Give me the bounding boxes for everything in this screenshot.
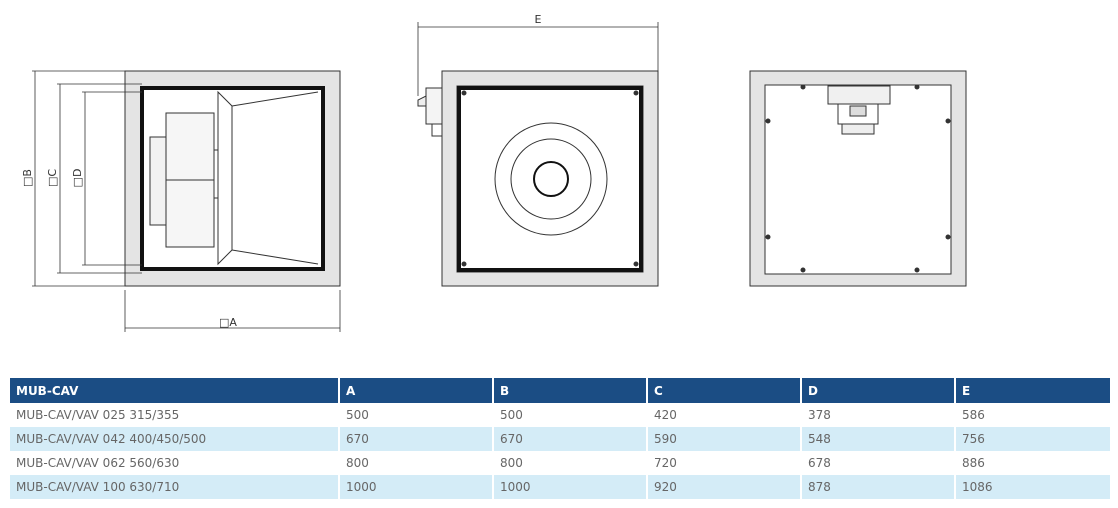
table-cell: 800 [340, 451, 494, 475]
table-cell: 678 [802, 451, 956, 475]
table-cell: 920 [648, 475, 802, 499]
table-cell: MUB-CAV/VAV 062 560/630 [10, 451, 340, 475]
front-view [417, 70, 659, 287]
table-cell: 586 [962, 408, 985, 422]
dim-label-d: □D [71, 169, 84, 188]
dimensions-table: MUB-CAV A B C D E MUB-CAV/VAV 025 315/35… [10, 378, 1110, 499]
table-cell: 548 [802, 427, 956, 451]
table-cell: 590 [648, 427, 802, 451]
table-cell: 420 [648, 403, 802, 427]
table-cell: 500 [494, 403, 648, 427]
table-cell: 500 [340, 403, 494, 427]
table-header-d: D [802, 378, 956, 403]
table-header-c: C [648, 378, 802, 403]
table-cell: 378 [802, 403, 956, 427]
table-cell: 756 [956, 427, 1110, 451]
table-cell: 1086 [956, 475, 1110, 499]
table-cell: 886 [962, 456, 985, 470]
table-cell: MUB-CAV/VAV 025 315/355 [10, 403, 340, 427]
side-view-dimensions [32, 70, 341, 332]
table-header-e: E [956, 378, 1110, 403]
table-cell: 878 [802, 475, 956, 499]
dim-label-a: □A [219, 316, 237, 329]
table-row: MUB-CAV/VAV 025 315/355 500 500 420 378 … [10, 403, 1110, 427]
front-view-dimensions [417, 22, 659, 96]
side-view [124, 70, 341, 287]
dim-label-b: □B [21, 169, 34, 187]
table-cell: 670 [340, 427, 494, 451]
table-cell: 1000 [340, 475, 494, 499]
table-cell: MUB-CAV/VAV 100 630/710 [10, 475, 340, 499]
table-cell: 1000 [494, 475, 648, 499]
table-cell: MUB-CAV/VAV 042 400/450/500 [10, 427, 340, 451]
table-header-model: MUB-CAV [10, 378, 340, 403]
table-row: MUB-CAV/VAV 042 400/450/500 670 670 590 … [10, 427, 1110, 451]
rear-view [749, 70, 967, 287]
technical-drawing: □B □C □D □A E [21, 13, 967, 332]
dim-label-c: □C [46, 169, 59, 187]
table-row: MUB-CAV/VAV 100 630/710 1000 1000 920 87… [10, 475, 1110, 499]
dim-label-e: E [535, 13, 542, 26]
table-header-a: A [340, 378, 494, 403]
table-header-b: B [494, 378, 648, 403]
table-header-row: MUB-CAV A B C D E [10, 378, 1110, 403]
table-row: MUB-CAV/VAV 062 560/630 800 800 720 678 … [10, 451, 1110, 475]
table-cell: 800 [494, 451, 648, 475]
table-cell: 720 [648, 451, 802, 475]
table-cell: 670 [494, 427, 648, 451]
